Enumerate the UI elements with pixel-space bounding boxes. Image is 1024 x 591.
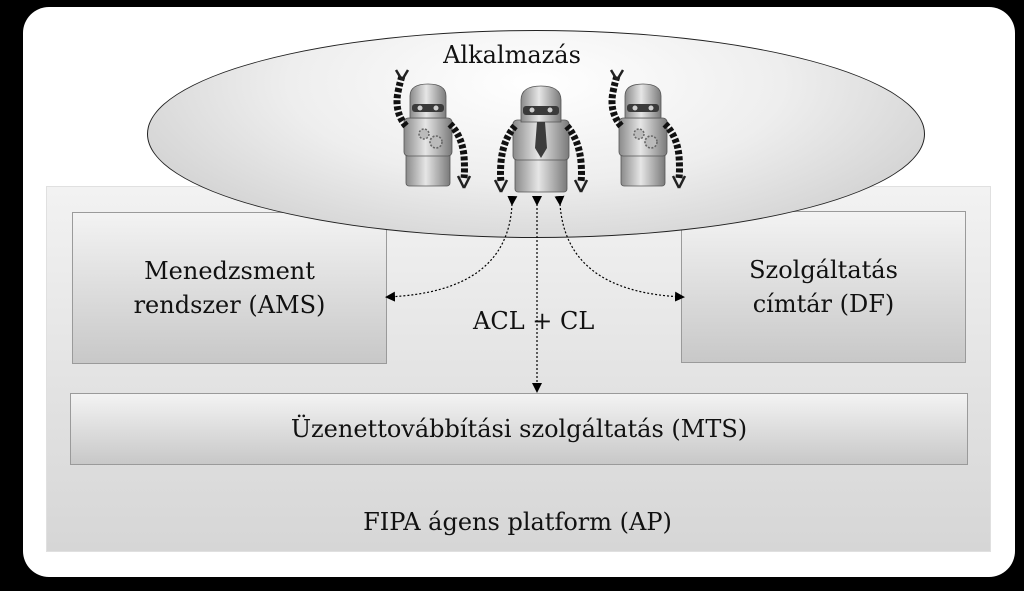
ams-label-line1: Menedzsment [144, 257, 315, 285]
ams-arrow [385, 195, 518, 302]
robot-icon [495, 86, 587, 192]
mts-label: Üzenettovábbítási szolgáltatás (MTS) [290, 415, 748, 443]
ams-box: Menedzsment rendszer (AMS) [72, 212, 387, 364]
robot-icon [611, 70, 685, 188]
platform-label: FIPA ágens platform (AP) [363, 508, 672, 536]
df-label-line2: címtár (DF) [752, 290, 895, 318]
ams-label-line2: rendszer (AMS) [133, 291, 326, 319]
protocol-label: ACL + CL [473, 307, 595, 335]
df-label-line1: Szolgáltatás [749, 256, 898, 284]
df-arrow [554, 195, 685, 302]
robot-icon [396, 70, 470, 188]
mts-box: Üzenettovábbítási szolgáltatás (MTS) [70, 393, 968, 465]
df-box: Szolgáltatás címtár (DF) [681, 211, 966, 363]
application-label: Alkalmazás [443, 41, 581, 69]
